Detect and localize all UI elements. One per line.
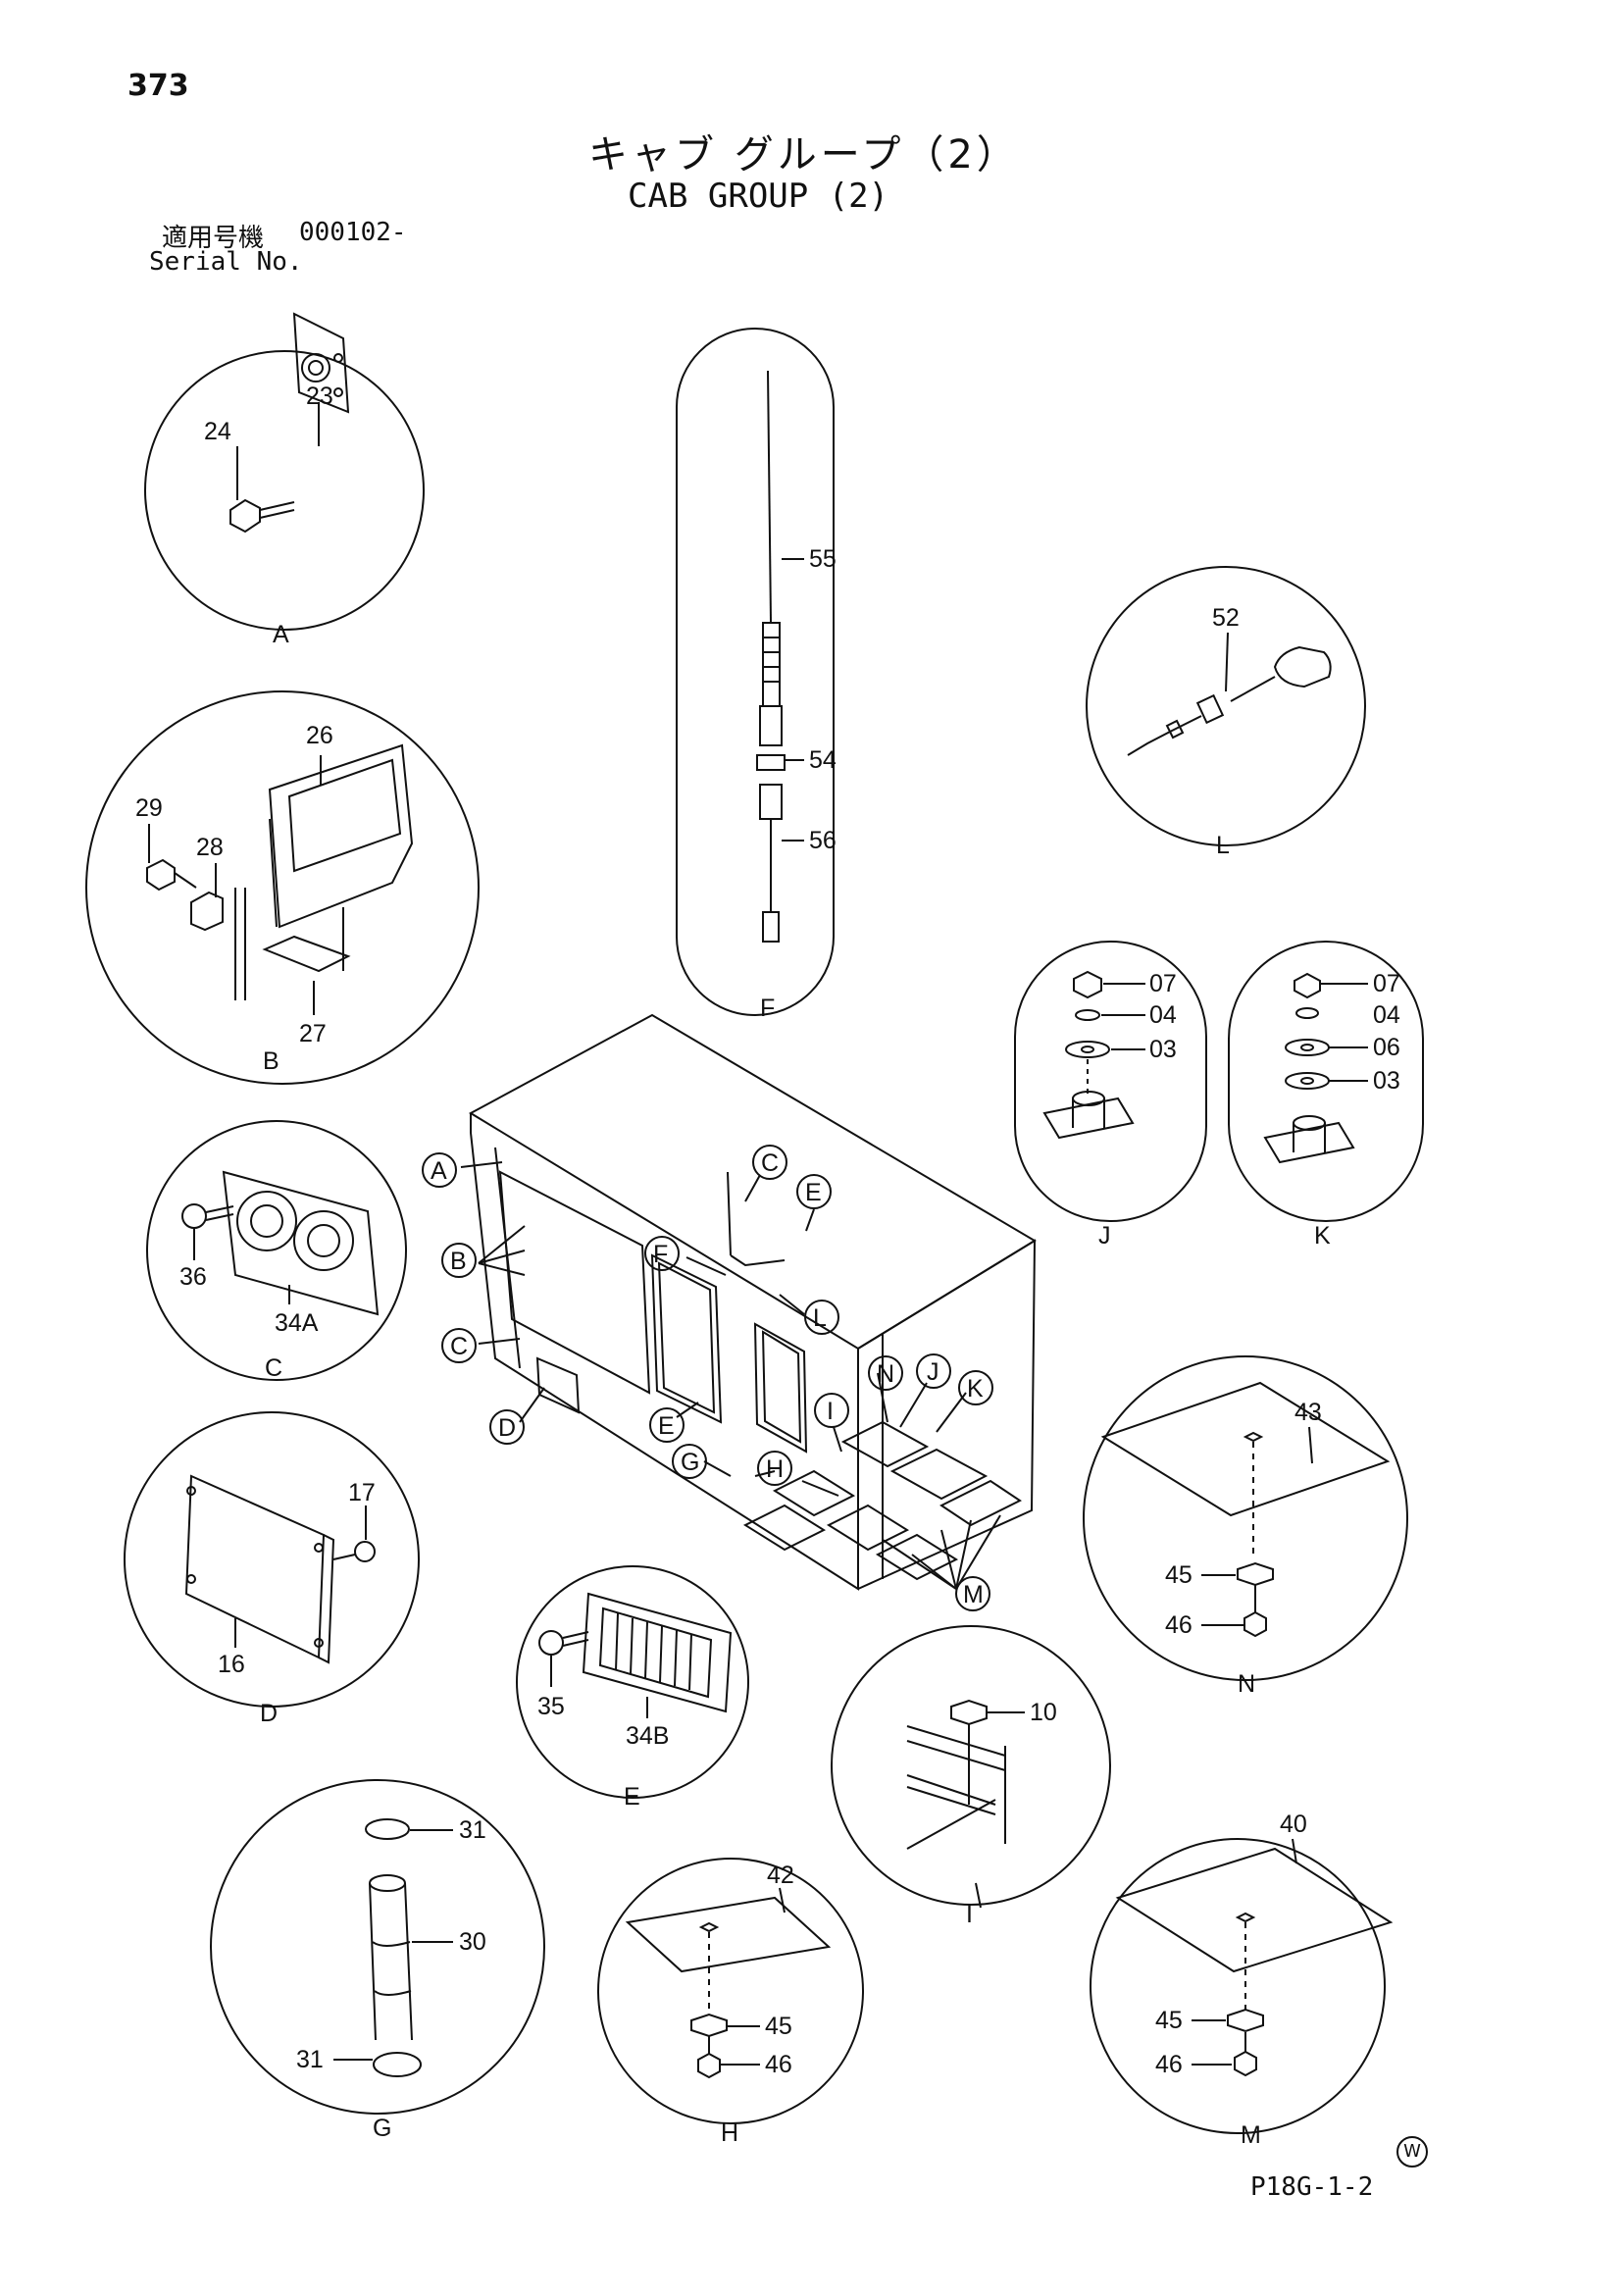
part-label-26: 26 [306,722,333,749]
part-label-31-top: 31 [459,1816,486,1844]
part-label-06-k: 06 [1373,1034,1400,1061]
detail-letter-l: L [1216,832,1230,859]
part-label-04-k: 04 [1373,1001,1400,1029]
part-label-07-k: 07 [1373,970,1400,997]
part-label-03-k: 03 [1373,1067,1400,1095]
part-label-34a: 34A [275,1309,319,1337]
cab-callout-j: J [927,1358,939,1386]
serial-label-english: Serial No. [149,247,303,277]
cab-callout-i: I [827,1398,834,1425]
drawing-code: P18G-1-2 [1250,2172,1374,2202]
title-english: CAB GROUP (2) [628,177,889,216]
cab-callout-m: M [963,1581,984,1608]
part-label-46-m: 46 [1155,2051,1183,2078]
cab-callout-l: L [813,1304,827,1332]
part-label-46-n: 46 [1165,1611,1193,1639]
detail-letter-n: N [1238,1670,1255,1698]
detail-letter-f: F [760,995,775,1022]
part-label-45-n: 45 [1165,1561,1193,1589]
detail-n: 43 45 46 N [1083,1355,1408,1698]
part-label-03-j: 03 [1149,1036,1177,1063]
part-label-30: 30 [459,1928,486,1956]
page-number: 373 [127,69,189,103]
part-label-42: 42 [767,1862,794,1889]
detail-letter-c: C [265,1354,282,1382]
detail-letter-h: H [721,2119,738,2147]
part-label-27: 27 [299,1020,327,1047]
detail-f: 54 55 56 F [676,328,837,1022]
part-label-40: 40 [1280,1811,1307,1838]
detail-letter-g: G [373,2115,391,2142]
cab-callout-n: N [877,1360,894,1388]
detail-d: 16 17 D [124,1411,420,1727]
cab-callout-d: D [498,1414,516,1442]
cab-callout-h: H [766,1455,784,1483]
cab-callout-k: K [967,1375,984,1403]
detail-letter-e: E [624,1783,640,1811]
part-label-34b: 34B [626,1722,669,1750]
cab-callout-e-window: E [658,1412,675,1440]
detail-letter-i: I [966,1901,973,1928]
corner-mark: W [1396,2136,1428,2168]
detail-letter-k: K [1314,1222,1331,1250]
serial-label-japanese: 適用号機 [162,224,265,253]
cab-callout-b: B [450,1248,467,1275]
part-label-36: 36 [179,1263,207,1291]
detail-b: 26 27 28 29 B [85,690,480,1085]
detail-i: 10 I [831,1625,1111,1928]
detail-h: 42 45 46 H [597,1858,864,2147]
part-label-35: 35 [537,1693,565,1720]
part-label-23: 23 [306,383,333,410]
detail-letter-m: M [1241,2121,1261,2149]
part-label-46-h: 46 [765,2051,792,2078]
detail-e: 34B 35 E [516,1565,749,1811]
part-label-55: 55 [809,545,837,573]
part-label-07-j: 07 [1149,970,1177,997]
detail-letter-d: D [260,1700,278,1727]
detail-letter-a: A [273,621,289,648]
cab-assembly: A B C D C E E F L N J K I H G M [422,1013,1037,1611]
cab-callout-c-upper: C [761,1149,779,1177]
detail-letter-b: B [263,1047,279,1075]
part-label-56: 56 [809,827,837,854]
part-label-31-bottom: 31 [296,2046,324,2073]
detail-m: 40 45 46 M [1090,1811,1394,2149]
detail-c: 34A 36 C [146,1120,407,1382]
cab-callout-g: G [681,1449,699,1476]
cab-callout-f: F [653,1241,668,1268]
detail-j: 07 04 03 J [1014,941,1207,1250]
part-label-16: 16 [218,1651,245,1678]
detail-l: 52 L [1086,566,1366,859]
cab-callout-c: C [450,1333,468,1360]
part-label-04-j: 04 [1149,1001,1177,1029]
cab-callout-a: A [431,1157,447,1185]
detail-k: 07 04 06 03 K [1228,941,1424,1250]
part-label-28: 28 [196,834,224,861]
part-label-45-h: 45 [765,2013,792,2040]
part-label-24: 24 [204,418,231,445]
part-label-10: 10 [1030,1699,1057,1726]
part-label-17: 17 [348,1479,376,1506]
title-japanese: キャブ グループ（2） [588,132,1020,178]
cab-callout-e-upper: E [805,1179,822,1206]
detail-a: 23 24 A [144,312,425,648]
part-label-45-m: 45 [1155,2007,1183,2034]
part-label-43: 43 [1294,1399,1322,1426]
part-label-54: 54 [809,746,837,774]
serial-value: 000102- [299,218,407,247]
part-label-52: 52 [1212,604,1240,632]
detail-g: 30 31 31 G [210,1779,545,2142]
part-label-29: 29 [135,794,163,822]
detail-letter-j: J [1098,1222,1111,1250]
